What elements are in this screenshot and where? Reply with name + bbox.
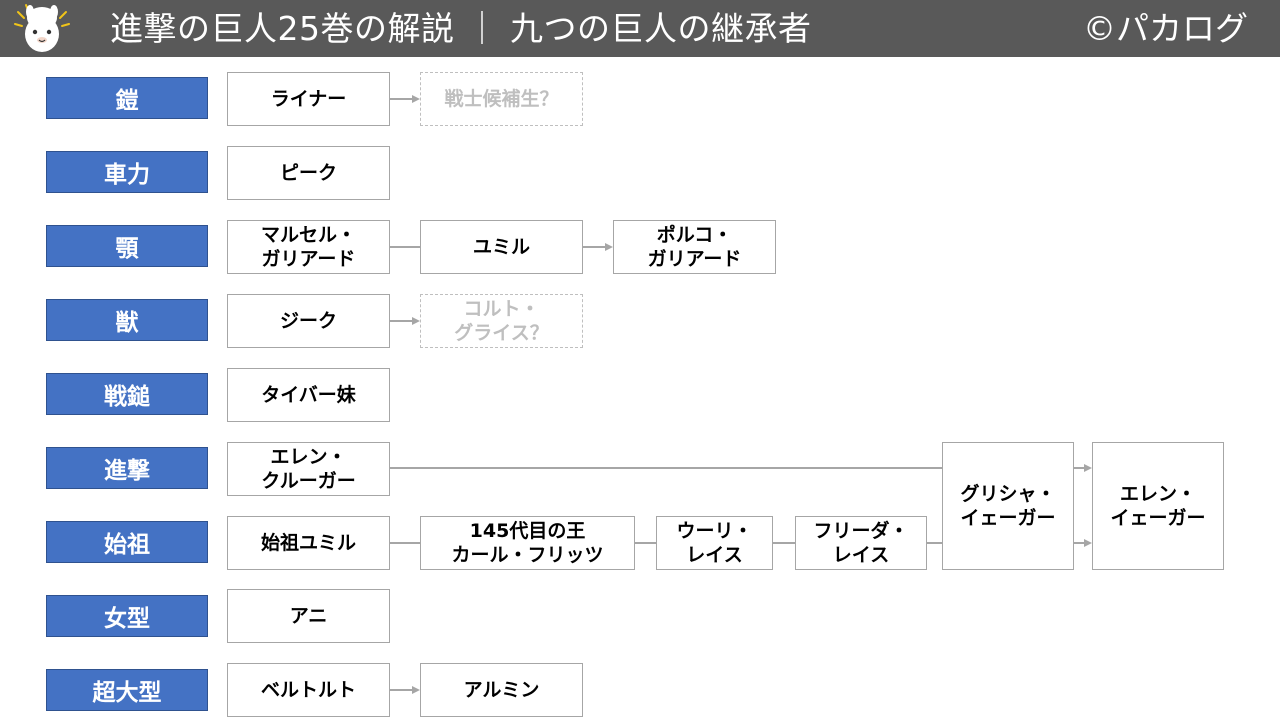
node-karl-fritz: 145代目の王 カール・フリッツ	[420, 516, 635, 570]
node-warrior-candidate: 戦士候補生？	[420, 72, 583, 126]
node-bertolt: ベルトルト	[227, 663, 390, 717]
page-title: 進撃の巨人25巻の解説 ｜ 九つの巨人の継承者	[110, 9, 812, 48]
node-porco: ポルコ・ ガリアード	[613, 220, 776, 274]
node-ymir-fritz: 始祖ユミル	[227, 516, 390, 570]
node-pieck: ピーク	[227, 146, 390, 200]
node-grisha: グリシャ・ イェーガー	[942, 442, 1074, 570]
node-ymir: ユミル	[420, 220, 583, 274]
label-female: 女型	[46, 595, 208, 637]
label-colossal: 超大型	[46, 669, 208, 711]
label-beast: 獣	[46, 299, 208, 341]
label-armored: 鎧	[46, 77, 208, 119]
label-jaw: 顎	[46, 225, 208, 267]
node-annie: アニ	[227, 589, 390, 643]
node-frieda-reiss: フリーダ・ レイス	[795, 516, 927, 570]
label-founding: 始祖	[46, 521, 208, 563]
node-eren: エレン・ イェーガー	[1092, 442, 1224, 570]
copyright-credit: ©パカログ	[1083, 9, 1248, 48]
label-attack: 進撃	[46, 447, 208, 489]
label-cart: 車力	[46, 151, 208, 193]
node-uri-reiss: ウーリ・ レイス	[656, 516, 773, 570]
node-reiner: ライナー	[227, 72, 390, 126]
alpaca-mascot-icon	[14, 4, 70, 52]
node-marcel: マルセル・ ガリアード	[227, 220, 390, 274]
node-kruger: エレン・ クルーガー	[227, 442, 390, 496]
label-warhammer: 戦鎚	[46, 373, 208, 415]
node-zeke: ジーク	[227, 294, 390, 348]
node-tybur: タイバー妹	[227, 368, 390, 422]
node-armin: アルミン	[420, 663, 583, 717]
node-colt: コルト・ グライス？	[420, 294, 583, 348]
header-bar: 進撃の巨人25巻の解説 ｜ 九つの巨人の継承者 ©パカログ	[0, 0, 1280, 57]
